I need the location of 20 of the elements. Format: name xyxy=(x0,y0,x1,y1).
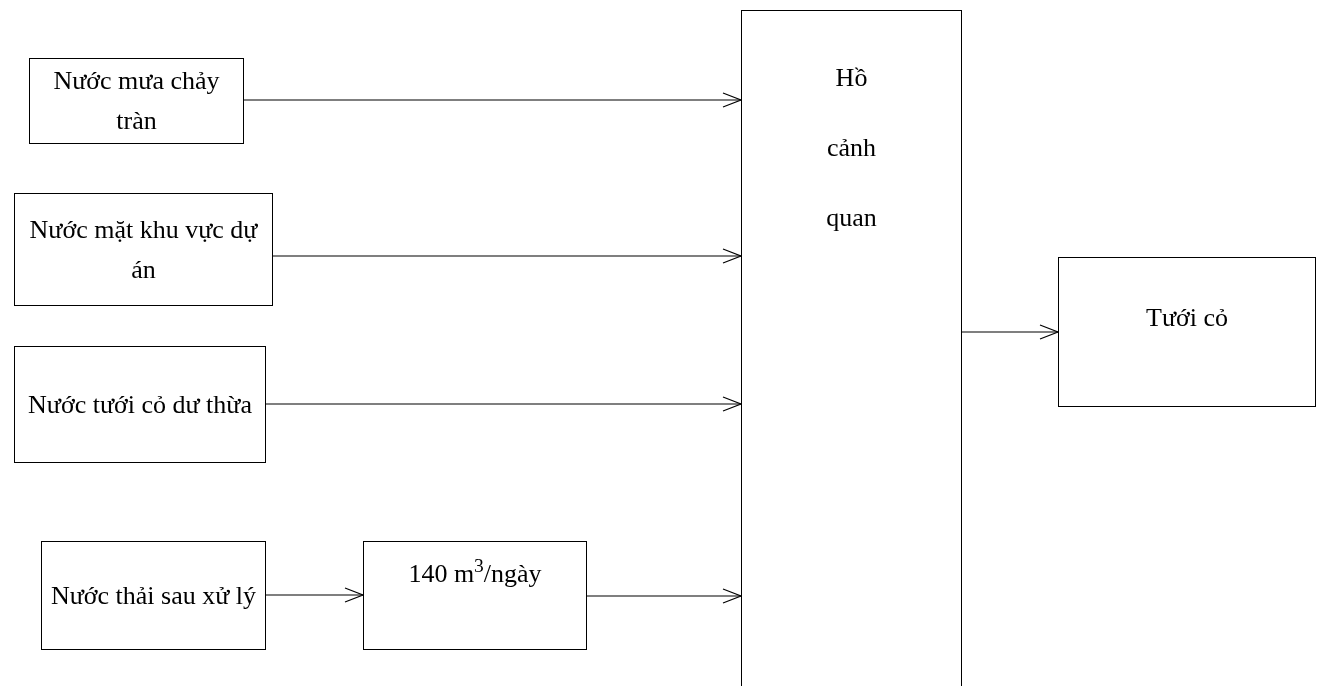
arrow xyxy=(586,588,742,604)
process-box xyxy=(41,541,266,650)
process-box xyxy=(29,58,244,144)
process-box xyxy=(741,10,962,686)
box-label: Nước thải sau xử lý xyxy=(50,579,257,612)
arrow xyxy=(272,248,742,264)
arrow xyxy=(243,92,742,108)
box-label: 140 m$^{3}$/ngày xyxy=(408,554,542,590)
process-box xyxy=(14,193,273,306)
box-label: Hồ cảnh quan xyxy=(825,62,878,234)
box-label: Nước mưa chảy tràn xyxy=(52,65,221,137)
arrow xyxy=(961,324,1059,340)
box-label: Nước mặt khu vực dự án xyxy=(28,213,259,286)
arrow xyxy=(265,396,742,412)
arrow xyxy=(265,587,364,603)
process-box xyxy=(363,541,587,650)
process-box xyxy=(14,346,266,463)
box-label: Tưới cỏ xyxy=(1146,302,1228,334)
box-label: Nước tưới cỏ dư thừa xyxy=(28,388,252,421)
process-box xyxy=(1058,257,1316,407)
